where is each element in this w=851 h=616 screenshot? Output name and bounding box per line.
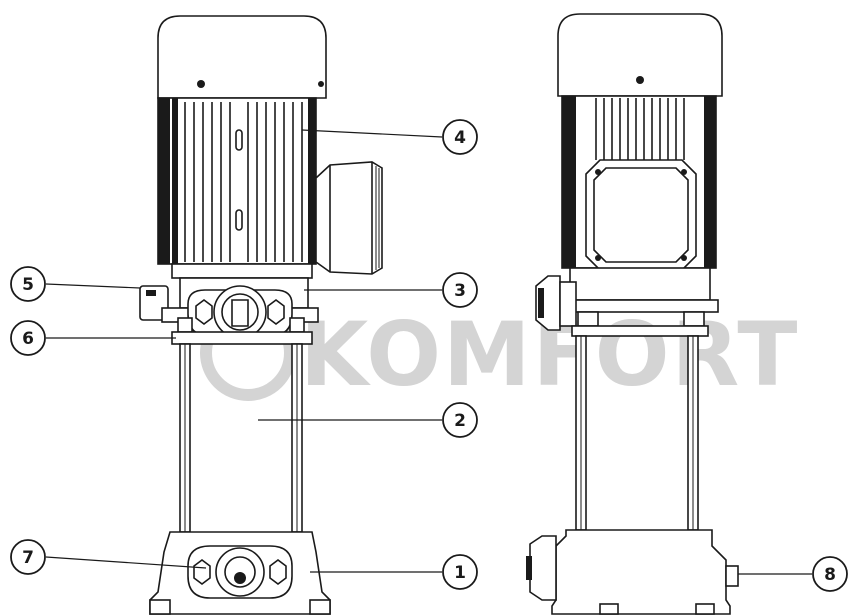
nut-block bbox=[177, 317, 193, 333]
suction-port-shaft bbox=[234, 572, 246, 584]
callout-label: 2 bbox=[454, 411, 466, 431]
base-foot bbox=[309, 599, 331, 615]
callout-label: 3 bbox=[454, 281, 466, 301]
base-foot bbox=[599, 603, 619, 615]
callout-6: 6 bbox=[10, 320, 46, 356]
motor-fan-cover bbox=[157, 15, 327, 99]
terminal-box-lid bbox=[593, 167, 689, 263]
flange-nut bbox=[195, 299, 213, 325]
motor-shade-right bbox=[704, 96, 716, 268]
cover-screw bbox=[636, 76, 644, 84]
callout-label: 5 bbox=[22, 275, 34, 295]
lid-screw bbox=[681, 255, 687, 261]
terminal-box bbox=[315, 161, 383, 275]
lid-screw bbox=[595, 255, 601, 261]
callout-label: 8 bbox=[824, 565, 836, 585]
base-foot bbox=[149, 599, 171, 615]
cooling-fins bbox=[184, 102, 303, 262]
nut-block bbox=[683, 311, 705, 327]
callout-label: 1 bbox=[454, 563, 466, 583]
pump-base-side bbox=[551, 529, 731, 615]
motor-shade-right bbox=[308, 98, 316, 264]
motor-shade-left bbox=[158, 98, 170, 264]
callout-label: 6 bbox=[22, 329, 34, 349]
cooling-fins-side bbox=[595, 98, 685, 160]
callout-1: 1 bbox=[442, 554, 478, 590]
nut-block bbox=[289, 317, 305, 333]
motor-shade bbox=[172, 98, 178, 264]
callout-2: 2 bbox=[442, 402, 478, 438]
fin-slot bbox=[235, 209, 243, 231]
pump-side-view bbox=[526, 13, 739, 615]
pump-head-side bbox=[571, 325, 709, 337]
lid-screw bbox=[595, 169, 601, 175]
motor-fan-cover-side bbox=[557, 13, 723, 97]
cover-screw bbox=[197, 80, 205, 88]
pump-head bbox=[171, 331, 313, 345]
flange-nut bbox=[267, 299, 285, 325]
callout-label: 4 bbox=[454, 128, 466, 148]
flange-bolt bbox=[526, 556, 532, 580]
drain-plug-side bbox=[725, 565, 739, 587]
fin-slot bbox=[235, 129, 243, 151]
port-square bbox=[231, 299, 249, 327]
callout-5: 5 bbox=[10, 266, 46, 302]
cover-screw bbox=[318, 81, 324, 87]
suction-nut bbox=[193, 559, 211, 585]
suction-flange-side bbox=[529, 535, 557, 601]
lid-screw bbox=[681, 169, 687, 175]
suction-nut bbox=[269, 559, 287, 585]
callout-7: 7 bbox=[10, 539, 46, 575]
callout-4: 4 bbox=[442, 119, 478, 155]
callout-label: 7 bbox=[22, 548, 34, 568]
lantern-side bbox=[569, 267, 711, 301]
pump-front-view bbox=[139, 15, 383, 615]
flange-neck bbox=[559, 281, 577, 327]
motor-flange bbox=[171, 263, 313, 279]
top-plate-side bbox=[561, 299, 719, 313]
leader-lines bbox=[45, 129, 812, 575]
nut-block bbox=[577, 311, 599, 327]
callout-8: 8 bbox=[812, 556, 848, 592]
callout-3: 3 bbox=[442, 272, 478, 308]
flange-bolt bbox=[538, 288, 544, 318]
motor-shade-left bbox=[562, 96, 576, 268]
plug-mark bbox=[146, 290, 156, 296]
base-foot bbox=[695, 603, 715, 615]
